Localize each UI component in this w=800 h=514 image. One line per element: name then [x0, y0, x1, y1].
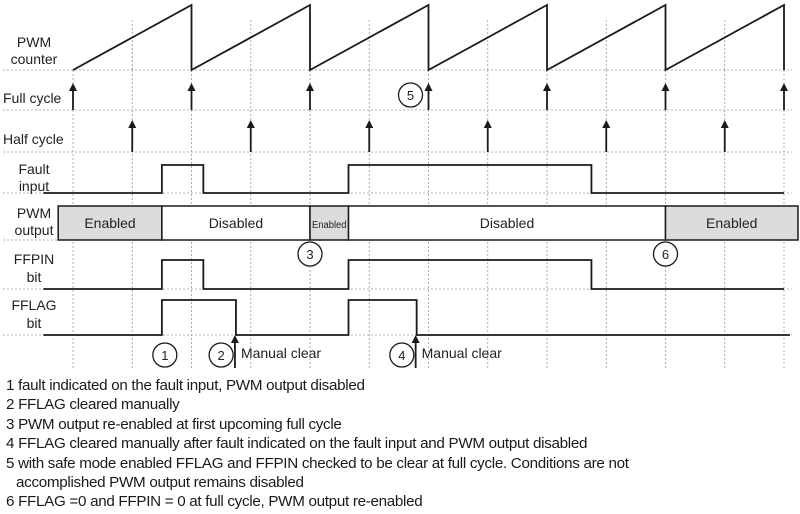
signal-label-pwm_counter: PWM	[17, 34, 51, 50]
pwm-output-state-label: Disabled	[480, 215, 534, 231]
signal-label-pwm_counter: counter	[11, 51, 58, 67]
marker-6-label: 6	[662, 247, 669, 262]
pwm-output-segment-enabled	[309, 205, 350, 241]
fault_input-waveform	[43, 164, 784, 194]
signal-label-fault_input: input	[19, 178, 49, 194]
signal-label-pwm_output: PWM	[17, 205, 51, 221]
pwm-output-state-label: Disabled	[209, 215, 263, 231]
full_cycle-event-head	[543, 83, 551, 91]
signal-label-pwm_output: output	[15, 222, 54, 238]
full_cycle-event-head	[69, 83, 77, 91]
half_cycle-event-head	[483, 120, 492, 128]
marker-5	[397, 82, 424, 108]
note-1: 1 fault indicated on the fault input, PW…	[6, 377, 365, 394]
manual-clear-label: Manual clear	[422, 345, 502, 361]
signal-label-fflag_bit: bit	[27, 315, 42, 331]
manual-clear-label: Manual clear	[241, 345, 321, 361]
full_cycle-event-head	[661, 83, 670, 91]
marker-2	[208, 342, 234, 368]
signal-label-half_cycle: Half cycle	[3, 131, 64, 147]
note-3: 3 PWM output re-enabled at first upcomin…	[6, 415, 342, 433]
signal-label-fault_input: Fault	[18, 161, 49, 177]
pwm-output-segment-disabled	[161, 205, 311, 241]
full_cycle-event-head	[424, 83, 433, 91]
pwm-output-state-label: Enabled	[312, 220, 347, 231]
note-5-continued: accomplished PWM output remains disabled	[16, 474, 304, 492]
pwm-output-segment-enabled	[664, 205, 799, 241]
half_cycle-event-head	[602, 120, 611, 128]
half_cycle-event-head	[128, 120, 137, 128]
manual-clear-arrow-head	[230, 335, 239, 343]
pwm-output-state-label: Enabled	[84, 215, 135, 231]
note-6: 6 FFLAG =0 and FFPIN = 0 at full cycle, …	[6, 493, 423, 511]
manual-clear-arrow-head	[411, 335, 420, 343]
notes-legend: 1 fault indicated on the fault input, PW…	[6, 376, 796, 512]
marker-4-label: 4	[398, 348, 405, 363]
note-5: 5 with safe mode enabled FFLAG and FFPIN…	[6, 454, 629, 472]
half_cycle-event-head	[246, 120, 255, 128]
full_cycle-event-head	[780, 83, 788, 91]
marker-4	[389, 342, 415, 368]
half_cycle-event-head	[365, 120, 374, 128]
full_cycle-event-head	[306, 83, 314, 91]
grid	[3, 20, 792, 370]
pwm-output-segment-disabled	[347, 205, 667, 241]
marker-1	[152, 342, 178, 368]
pwm-output-segment-enabled	[57, 205, 163, 241]
signal-label-full_cycle: Full cycle	[3, 90, 62, 106]
signal-label-fflag_bit: FFLAG	[11, 297, 56, 313]
pwm-output-state-label: Enabled	[706, 215, 757, 231]
half_cycle-event-head	[720, 120, 729, 128]
marker-3-label: 3	[306, 247, 313, 262]
ffpin_bit-waveform	[43, 259, 784, 290]
marker-2-label: 2	[218, 348, 225, 363]
marker-6	[652, 241, 679, 267]
signal-label-ffpin_bit: FFPIN	[14, 251, 54, 267]
note-2: 2 FFLAG cleared manually	[6, 396, 180, 414]
marker-5-label: 5	[407, 88, 414, 103]
marker-3	[297, 241, 323, 267]
fflag_bit-waveform	[43, 299, 790, 336]
signals: Enabled Disabled Enabled Disabled Enabled	[43, 3, 799, 368]
full_cycle-event-head	[187, 83, 196, 91]
marker-1-label: 1	[161, 348, 168, 363]
note-4: 4 FFLAG cleared manually after fault ind…	[6, 435, 588, 453]
signal-label-ffpin_bit: bit	[27, 269, 42, 285]
pwm-counter-waveform	[72, 3, 785, 72]
